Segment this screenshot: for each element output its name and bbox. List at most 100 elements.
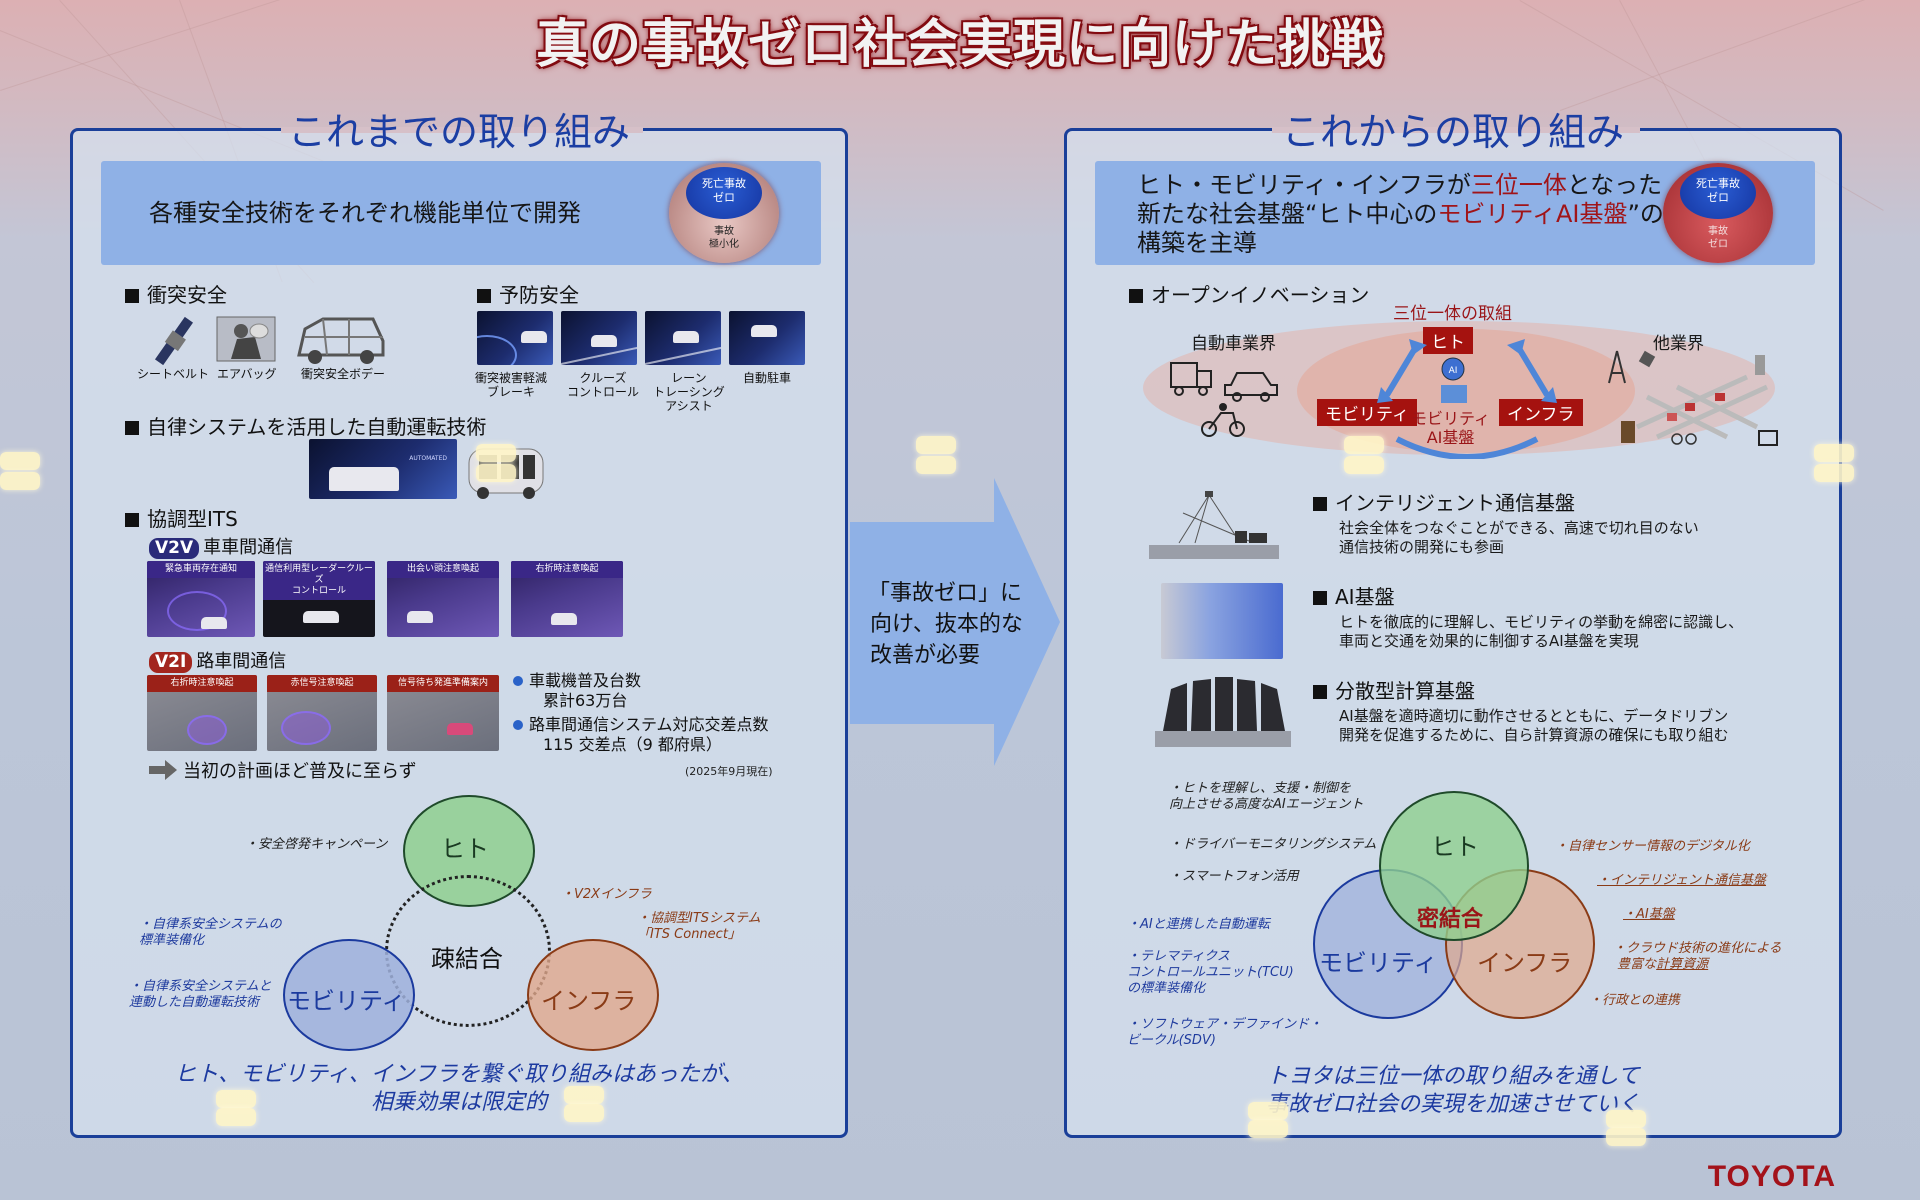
note-autonomous-linked: ・自律系安全システムと 連動した自動運転技術	[129, 979, 272, 1010]
ai-face-image	[1161, 583, 1283, 659]
ai-brain-icon: AI	[1441, 357, 1467, 403]
lane-tracing-image	[645, 311, 721, 365]
v2i-badge: V2I	[149, 652, 193, 673]
note-v2x-infra: ・V2Xインフラ	[561, 887, 652, 902]
venn-infra-label: インフラ	[1477, 949, 1573, 977]
v2i-thumb-3: 信号待ち発進準備案内	[387, 675, 499, 751]
trinity-mobility-box: モビリティ	[1317, 399, 1417, 426]
v2v-thumb-4: 右折時注意喚起	[511, 561, 623, 637]
item-intelligent-comm-title: インテリジェント通信基盤	[1313, 487, 1575, 516]
left-conclusion: ヒト、モビリティ、インフラを繋ぐ取り組みはあったが、 相乗効果は限定的	[174, 1062, 744, 1115]
trinity-infra-box: インフラ	[1499, 399, 1583, 426]
orb-bottom-text: 事故 極小化	[709, 226, 739, 250]
caption-lta: レーン トレーシング アシスト	[653, 371, 725, 413]
summary-banner: 各種安全技術をそれぞれ機能単位で開発 死亡事故 ゼロ 事故 極小化	[101, 161, 821, 265]
banner-text: 各種安全技術をそれぞれ機能単位で開発	[149, 199, 581, 227]
venn-infra-circle	[527, 939, 659, 1051]
right-conclusion: トヨタは三位一体の取り組みを通して 事故ゼロ社会の実現を加速させていく	[1265, 1064, 1640, 1117]
summary-banner: ヒト・モビリティ・インフラが三位一体となった 新たな社会基盤“ヒト中心のモビリテ…	[1095, 161, 1815, 265]
city-infrastructure-icon	[1608, 350, 1778, 446]
section-open-innovation: オープンイノベーション	[1129, 279, 1369, 308]
section-cooperative-its: 協調型ITS	[125, 503, 238, 532]
orb-top-text: 死亡事故 ゼロ	[1680, 167, 1756, 219]
section-autonomous-driving: 自律システムを活用した自動運転技術	[125, 411, 486, 440]
server-racks-icon	[1155, 677, 1291, 747]
v2v-thumb-1: 緊急車両存在通知	[147, 561, 255, 637]
venn-mobility-label: モビリティ	[1319, 949, 1438, 977]
note-autonomous-standard: ・自律系安全システムの 標準装備化	[139, 917, 282, 948]
trinity-hito-box: ヒト	[1423, 327, 1473, 354]
section-collision-safety: 衝突安全	[125, 279, 227, 308]
trinity-heading: 三位一体の取組	[1393, 304, 1512, 324]
caption-safety-body: 衝突安全ボデー	[301, 367, 386, 381]
arrow-text-line-1: 「事故ゼロ」に	[868, 581, 1023, 606]
note-safety-campaign: ・安全啓発キャンペーン	[245, 837, 388, 852]
right-arrow-icon	[149, 760, 177, 780]
cruise-control-image	[561, 311, 637, 365]
as-of-date: (2025年9月現在)	[685, 765, 773, 778]
current-efforts-panel: これまでの取り組み 各種安全技術をそれぞれ機能単位で開発 死亡事故 ゼロ 事故 …	[70, 110, 848, 1138]
pcs-brake-image	[477, 311, 553, 365]
trinity-arrows-icon	[1377, 339, 1557, 459]
arrow-text-line-2: 向け、抜本的な	[870, 612, 1023, 637]
note-ai-autonomous: ・AIと連携した自動運転	[1127, 917, 1270, 932]
caption-pcs: 衝突被害軽減 ブレーキ	[475, 371, 548, 399]
note-ai-platform: ・AI基盤	[1623, 907, 1675, 922]
goal-orb: 死亡事故 ゼロ 事故 ゼロ	[1663, 163, 1773, 263]
item-distributed-compute-title: 分散型計算基盤	[1313, 675, 1475, 704]
caption-airbag: エアバッグ	[217, 367, 277, 381]
venn-mobility-circle	[283, 939, 415, 1051]
other-industry-label: 他業界	[1653, 334, 1704, 354]
mobility-ai-core-label: モビリティ AI基盤	[1411, 409, 1491, 447]
note-cloud: ・クラウド技術の進化による 豊富な計算資源	[1613, 941, 1782, 972]
result-note: 当初の計画ほど普及に至らず	[149, 757, 417, 783]
v2v-thumb-2: 通信利用型レーダークルーズ コントロール	[263, 561, 375, 637]
auto-industry-label: 自動車業界	[1191, 334, 1276, 354]
vehicles-icon	[1170, 362, 1278, 437]
automated-car-image: AUTOMATED	[309, 439, 457, 499]
note-ai-agent: ・ヒトを理解し、支援・制御を 向上させる高度なAIエージェント	[1169, 781, 1364, 812]
note-its-connect: ・協調型ITSシステム 「ITS Connect」	[637, 911, 761, 942]
venn-infra-label: インフラ	[541, 987, 637, 1015]
page-title: 真の事故ゼロ社会実現に向けた挑戦	[535, 15, 1384, 75]
safety-body-icon	[297, 317, 385, 364]
transition-arrow	[850, 478, 1060, 766]
banner-text: ヒト・モビリティ・インフラが三位一体となった 新たな社会基盤“ヒト中心のモビリテ…	[1137, 171, 1664, 257]
item-distributed-compute-desc: AI基盤を適時適切に動作させるとともに、データドリブン開発を促進するために、自ら…	[1339, 707, 1729, 744]
section-preventive-safety: 予防安全	[477, 279, 579, 308]
panel-heading: これからの取り組み	[1281, 110, 1625, 154]
note-sdv: ・ソフトウェア・デファインド・ ビークル(SDV)	[1127, 1017, 1323, 1048]
v2i-thumb-2: 赤信号注意喚起	[267, 675, 377, 751]
future-efforts-panel: これからの取り組み ヒト・モビリティ・インフラが三位一体となった 新たな社会基盤…	[1064, 110, 1842, 1138]
stat-onboard-units: 車載機普及台数累計63万台	[513, 671, 641, 711]
item-intelligent-comm-desc: 社会全体をつなぐことができる、高速で切れ目のない通信技術の開発にも参画	[1339, 519, 1699, 556]
item-ai-platform-title: AI基盤	[1313, 581, 1395, 610]
toyota-logo: TOYOTA	[1707, 1160, 1836, 1193]
panel-heading: これまでの取り組み	[287, 110, 631, 154]
note-government: ・行政との連携	[1589, 993, 1680, 1008]
v2v-thumb-3: 出会い頭注意喚起	[387, 561, 499, 637]
venn-hito-label: ヒト	[441, 835, 489, 863]
venn-center-label: 密結合	[1417, 907, 1484, 932]
automated-label: AUTOMATED	[409, 455, 447, 462]
caption-cruise: クルーズ コントロール	[567, 371, 640, 399]
item-ai-platform-desc: ヒトを徹底的に理解し、モビリティの挙動を綿密に認識し、車両と交通を効果的に制御す…	[1339, 613, 1744, 650]
goal-orb: 死亡事故 ゼロ 事故 極小化	[669, 163, 779, 263]
note-tcu: ・テレマティクス コントロールユニット(TCU) の標準装備化	[1127, 949, 1294, 996]
v2v-badge: V2V	[149, 538, 200, 559]
airbag-icon	[216, 316, 276, 362]
communication-network-icon	[1149, 491, 1279, 559]
caption-parking: 自動駐車	[743, 371, 792, 385]
svg-text:AI: AI	[1449, 366, 1458, 376]
note-intelligent-comm: ・インテリジェント通信基盤	[1597, 873, 1767, 888]
auto-parking-image	[729, 311, 805, 365]
seatbelt-icon	[154, 316, 194, 366]
venn-hito-circle	[1379, 791, 1529, 941]
note-driver-monitoring: ・ドライバーモニタリングシステム	[1169, 837, 1377, 852]
venn-mobility-label: モビリティ	[287, 987, 406, 1015]
v2i-thumb-1: 右折時注意喚起	[147, 675, 257, 751]
orb-bottom-text: 事故 ゼロ	[1708, 226, 1728, 250]
